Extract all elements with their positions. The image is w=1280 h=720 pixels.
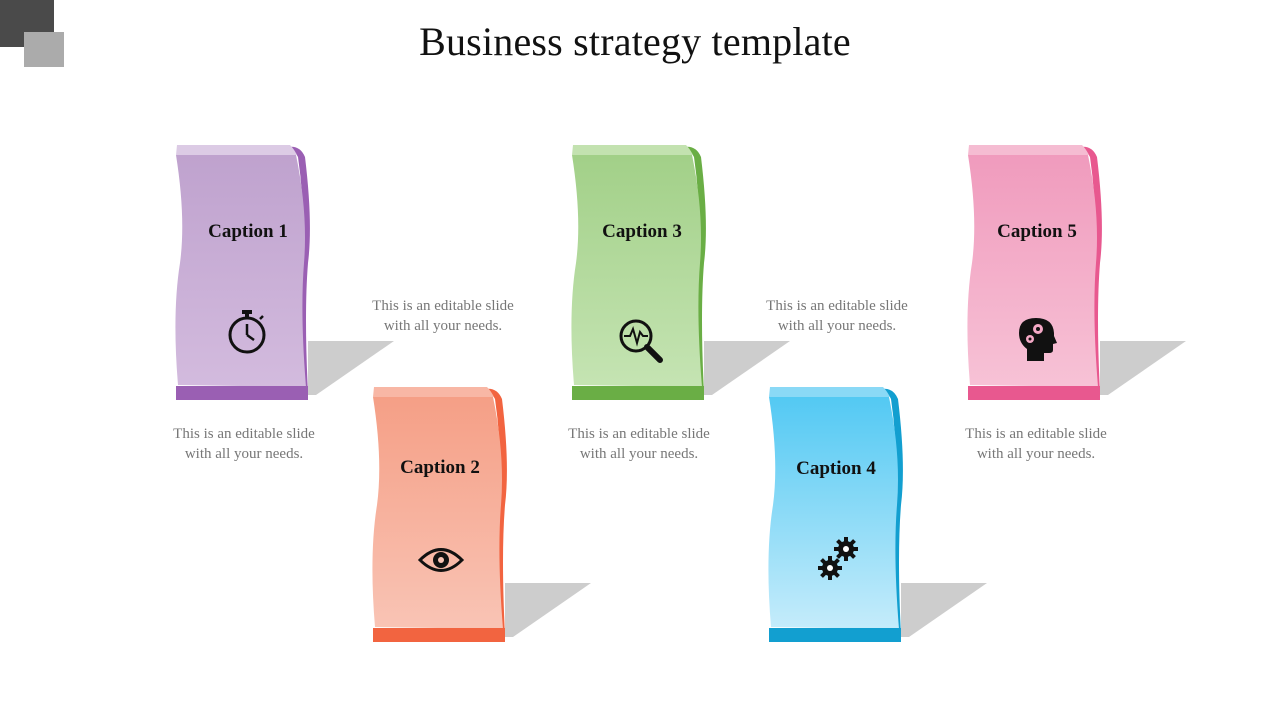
card-body <box>372 397 503 629</box>
stopwatch-icon <box>227 309 267 360</box>
card-base-bar <box>373 628 505 642</box>
card-curl-edge <box>288 146 310 397</box>
card-base-bar <box>176 386 308 400</box>
card-body <box>175 155 306 387</box>
card-shape <box>571 145 790 400</box>
card-body <box>967 155 1098 387</box>
card-shadow <box>901 583 987 637</box>
gears-icon <box>817 535 861 588</box>
corner-decoration-light <box>24 32 64 67</box>
caption-card-3: Caption 3 <box>571 143 812 403</box>
caption-card-5: Caption 5 <box>967 143 1208 403</box>
caption-card-1: Caption 1 <box>175 143 416 403</box>
card-shadow <box>505 583 591 637</box>
description-text: This is an editable slide with all your … <box>965 426 1107 462</box>
description-text: This is an editable slide with all your … <box>372 298 514 334</box>
card-base-bar <box>769 628 901 642</box>
card-base-bar <box>968 386 1100 400</box>
card-caption: Caption 2 <box>400 457 480 478</box>
card-top-cap <box>769 387 890 397</box>
card-top-cap <box>373 387 494 397</box>
card-curl-edge <box>881 388 903 639</box>
card-body <box>768 397 899 629</box>
card-shape <box>372 387 591 642</box>
description-text: This is an editable slide with all your … <box>173 426 315 462</box>
eye-icon <box>417 545 465 580</box>
card-curl-edge <box>1080 146 1102 397</box>
card-shape <box>175 145 394 400</box>
card-top-cap <box>176 145 297 155</box>
card-body <box>571 155 702 387</box>
card-top-cap <box>572 145 693 155</box>
caption-card-2: Caption 2 <box>372 385 613 645</box>
card-curl-edge <box>684 146 706 397</box>
magnifier-pulse-icon <box>618 318 664 369</box>
card-caption: Caption 1 <box>208 221 288 242</box>
card-shadow <box>1100 341 1186 395</box>
card-top-cap <box>968 145 1089 155</box>
card-shape <box>768 387 987 642</box>
card-caption: Caption 4 <box>796 458 876 479</box>
caption-card-4: Caption 4 <box>768 385 1009 645</box>
head-gears-icon <box>1017 315 1057 368</box>
card-caption: Caption 3 <box>602 221 682 242</box>
slide-title: Business strategy template <box>419 19 851 64</box>
description-text: This is an editable slide with all your … <box>568 426 710 462</box>
card-shape <box>967 145 1186 400</box>
card-shadow <box>308 341 394 395</box>
card-base-bar <box>572 386 704 400</box>
card-curl-edge <box>485 388 507 639</box>
card-shadow <box>704 341 790 395</box>
description-text: This is an editable slide with all your … <box>766 298 908 334</box>
card-caption: Caption 5 <box>997 221 1077 242</box>
